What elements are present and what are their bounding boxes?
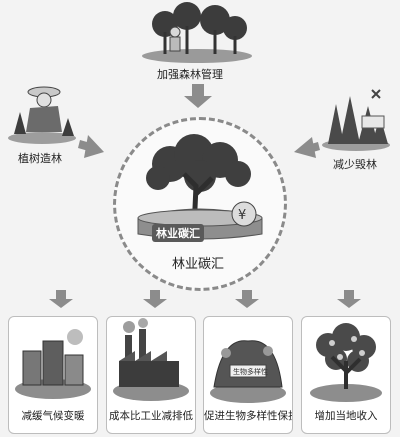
outcome-card-income: 增加当地收入 [301,316,391,434]
forest-management-illustration [142,2,252,63]
svg-text:¥: ¥ [238,208,246,223]
input-label-reduce-deforestation: 减少毁林 [333,158,377,171]
carbon-sink-badge: 林业碳汇 [152,224,204,242]
arrow-left-in [78,135,104,158]
center-label: 林业碳汇 [172,257,225,272]
arrow-top-down [184,84,212,108]
outcome-card-cost: 成本比工业减排低 [106,316,196,434]
outcome-label: 增加当地收入 [314,410,378,422]
biodiversity-sign-text: 生物多样性 [233,367,268,376]
biodiversity-icon: 生物多样性 [210,340,286,403]
tree-planting-illustration [8,86,76,144]
input-label-afforestation: 植树造林 [18,152,62,165]
fruit-tree-icon [310,323,382,402]
arrow-down-4 [337,290,361,308]
arrow-down-3 [235,290,259,308]
outcome-label: 促进生物多样性保护 [204,410,293,422]
factory-icon [113,318,189,401]
city-icon [15,329,91,399]
reduce-deforestation-illustration [322,89,390,151]
outcome-label: 减缓气候变暖 [21,410,85,422]
outcome-card-climate: 减缓气候变暖 [8,316,98,434]
input-label-forest-management: 加强森林管理 [157,68,223,81]
arrow-down-1 [49,290,73,308]
outcome-label: 成本比工业减排低 [109,410,193,422]
outcome-card-biodiversity: 生物多样性 促进生物多样性保护 [203,316,293,434]
arrow-down-2 [143,290,167,308]
arrow-right-in [294,137,320,158]
